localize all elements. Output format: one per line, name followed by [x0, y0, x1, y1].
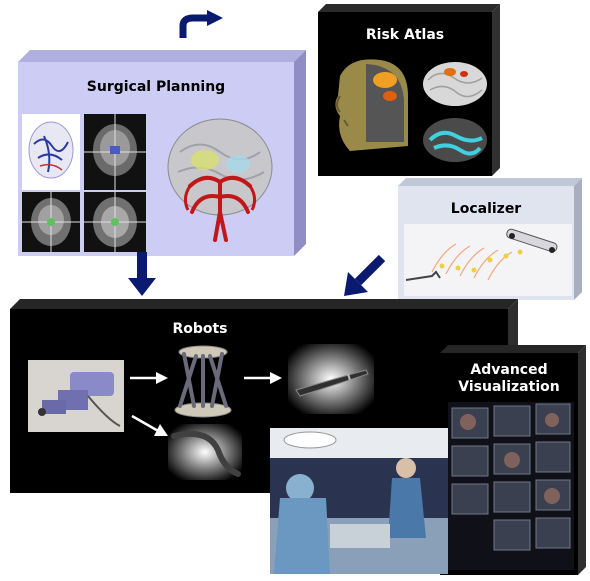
- robot-arm-photo: [28, 360, 124, 432]
- rigid-tool-image: [288, 344, 374, 414]
- monitor-wall-image: [448, 402, 574, 570]
- axial-mri-image: [84, 192, 146, 252]
- risk-atlas-title: Risk Atlas: [365, 27, 445, 43]
- diagonal-arrow-icon: [344, 254, 386, 296]
- brain-vessel-render-image: [22, 114, 80, 190]
- diagonal-down-arrow-icon: [131, 414, 168, 436]
- advanced-visualization-title-line2: Visualization: [458, 379, 560, 395]
- robots-title: Robots: [172, 321, 228, 337]
- localizer-title: Localizer: [450, 201, 522, 217]
- hexapod-robot-image: [172, 342, 234, 418]
- curved-arrow-icon: [179, 10, 223, 38]
- localizer-camera-diagram: [404, 224, 572, 296]
- brain-fiber-tract-image: [420, 114, 490, 166]
- right-arrow-icon-2: [244, 372, 282, 384]
- operating-room-photo: [270, 428, 448, 574]
- coronal-mri-image: [22, 192, 80, 252]
- brain-activation-image: [420, 58, 490, 110]
- surgical-planning-title: Surgical Planning: [86, 79, 226, 95]
- right-arrow-icon: [130, 372, 168, 384]
- flexible-tool-image: [168, 424, 242, 480]
- advanced-visualization-title-line1: Advanced: [470, 362, 548, 378]
- 3d-brain-vasculature-image: [160, 112, 280, 252]
- head-brain-overlay-image: [330, 56, 412, 156]
- down-arrow-icon: [128, 252, 156, 296]
- sagittal-mri-image: [84, 114, 146, 190]
